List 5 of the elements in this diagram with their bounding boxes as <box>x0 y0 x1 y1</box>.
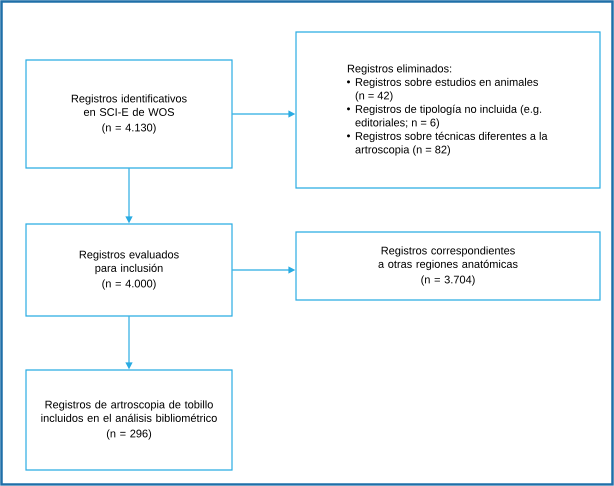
process-box: Registros identificativos en SCI-E de WOS (n = 4.130) <box>25 59 233 169</box>
process-box: Registros eliminados: Registros sobre estudios en animales (n = 42) Registros de tipología no incluida (e.g. editoriales; n = 6) Registros sobre técnicas diferentes a la artroscopia (n = 82) <box>295 31 601 189</box>
process-box: Registros evaluados para inclusión (n = 4.000) <box>25 223 233 317</box>
process-box: Registros de artroscopia de tobillo incluidos en el análisis bibliométrico (n = 296) <box>25 369 233 471</box>
process-box: Registros correspondientes a otras regiones anatómicas (n = 3.704) <box>295 231 601 301</box>
